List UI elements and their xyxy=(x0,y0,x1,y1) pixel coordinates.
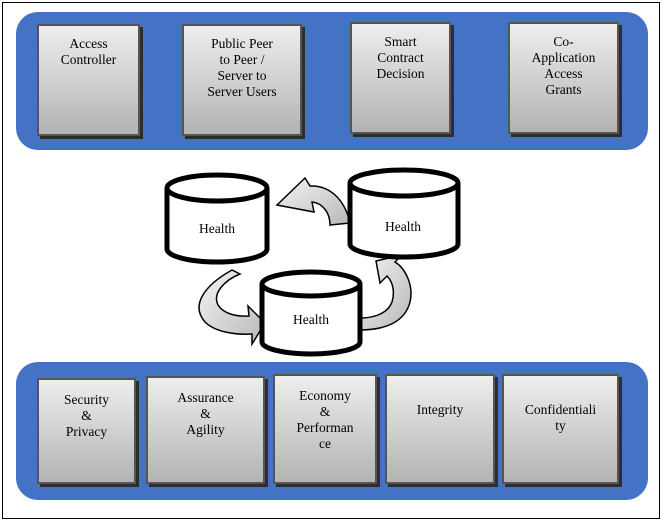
box-line: Contract xyxy=(377,50,424,65)
box-public-peer-to-peer: Public Peer to Peer / Server to Server U… xyxy=(182,24,302,136)
box-line: & xyxy=(319,404,331,419)
box-line: Server Users xyxy=(207,84,277,99)
box-line: Privacy xyxy=(65,424,108,439)
box-line: Assurance xyxy=(177,390,234,405)
box-smart-contract-decision: Smart Contract Decision xyxy=(350,22,451,134)
box-economy-performance: Economy & Performan ce xyxy=(273,374,377,484)
box-line: Decision xyxy=(376,66,425,81)
box-line: & xyxy=(200,406,211,421)
box-assurance-agility: Assurance & Agility xyxy=(146,376,265,484)
box-line: Grants xyxy=(545,82,582,97)
box-line: Access xyxy=(544,66,583,81)
box-line: Access xyxy=(69,36,108,51)
health-label-bottom: Health xyxy=(293,312,329,327)
health-label-left: Health xyxy=(199,221,235,236)
cycle-arrow-top xyxy=(275,176,351,226)
box-line: Controller xyxy=(60,52,117,67)
health-database-left xyxy=(164,172,270,265)
cycle-arrow-right xyxy=(359,253,412,331)
box-line: Application xyxy=(531,50,596,65)
box-access-controller: Access Controller xyxy=(37,24,140,136)
box-line: to Peer / xyxy=(219,52,265,67)
box-line: Smart xyxy=(384,34,417,49)
box-integrity: Integrity xyxy=(385,374,495,484)
box-line: Security xyxy=(64,392,109,407)
health-database-right xyxy=(347,167,461,260)
box-line: Integrity xyxy=(416,402,464,417)
box-confidentiality: Confidentiali ty xyxy=(502,374,619,484)
cycle-arrow-left xyxy=(198,269,266,347)
box-line: Confidentiali xyxy=(524,402,597,417)
box-co-application-access-grants: Co- Application Access Grants xyxy=(508,22,619,134)
box-line: ce xyxy=(319,436,331,451)
box-line: Agility xyxy=(186,422,225,437)
box-line: Public Peer xyxy=(211,36,273,51)
health-label-right: Health xyxy=(385,219,421,234)
box-line: & xyxy=(81,408,92,423)
box-line: Economy xyxy=(299,388,351,403)
box-line: Server to xyxy=(217,68,267,83)
box-security-privacy: Security & Privacy xyxy=(37,378,136,484)
box-line: ty xyxy=(555,418,566,433)
health-database-bottom xyxy=(259,269,363,357)
box-line: Performan xyxy=(296,420,354,435)
box-line: Co- xyxy=(553,34,574,49)
outer-frame xyxy=(2,2,660,519)
